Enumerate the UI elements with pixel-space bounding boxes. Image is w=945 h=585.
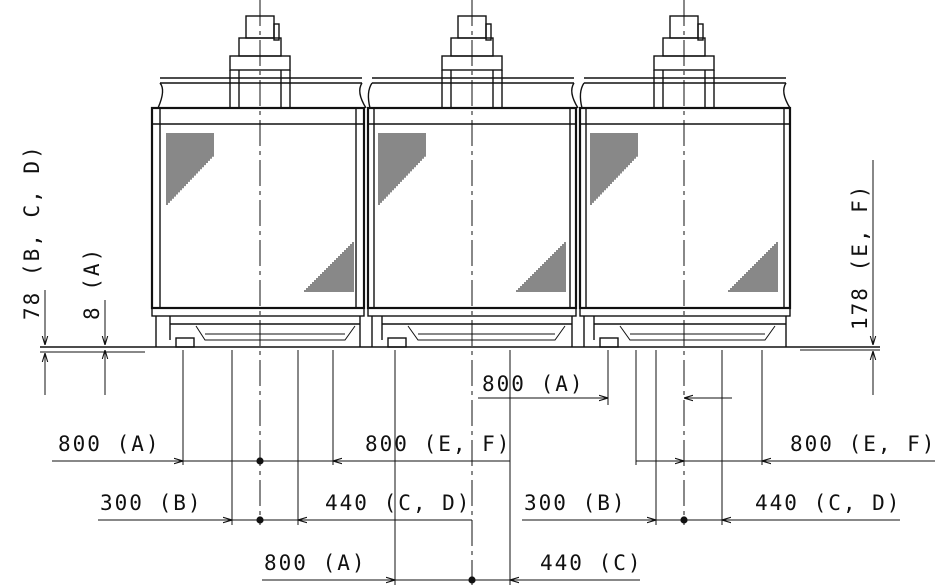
dim-label-row1-left-800a: 800 (A) (58, 432, 161, 456)
dim-label-row1-mid-800ef: 800 (E, F) (365, 432, 511, 456)
vertical-dimension-right: 178 (E, F) (848, 160, 873, 395)
extension-lines (182, 350, 763, 585)
vertical-dimension-left-inner: 8 (A) (80, 247, 105, 395)
dim-label-row2-left-440cd: 440 (C, D) (325, 491, 471, 515)
unit-left (150, 15, 367, 348)
dim-label-78-bcd: 78 (B, C, D) (20, 144, 44, 320)
dim-row3: 800 (A) 440 (C) (262, 551, 643, 584)
dim-label-row2-right-300b: 300 (B) (524, 491, 627, 515)
unit-right (578, 15, 792, 348)
unit-middle (366, 15, 579, 348)
dim-label-bottom-800a: 800 (A) (264, 551, 367, 575)
dim-upper-right-800a: 800 (A) (478, 372, 732, 398)
vertical-dimension-left-outer: 78 (B, C, D) (20, 144, 45, 395)
dim-label-upper-right-800a: 800 (A) (482, 372, 585, 396)
dim-label-bottom-440c: 440 (C) (540, 551, 643, 575)
dim-row2: 300 (B) 440 (C, D) 300 (B) 440 (C, D) (98, 491, 901, 524)
dim-label-row2-left-300b: 300 (B) (100, 491, 203, 515)
louver-hatching (166, 133, 778, 292)
dim-label-row1-right-800ef: 800 (E, F) (790, 432, 936, 456)
dim-label-178-ef: 178 (E, F) (848, 184, 872, 330)
dim-row1: 800 (A) 800 (E, F) 800 (E, F) (52, 432, 936, 465)
dim-label-row2-right-440cd: 440 (C, D) (755, 491, 901, 515)
dim-label-8-a: 8 (A) (80, 247, 104, 320)
